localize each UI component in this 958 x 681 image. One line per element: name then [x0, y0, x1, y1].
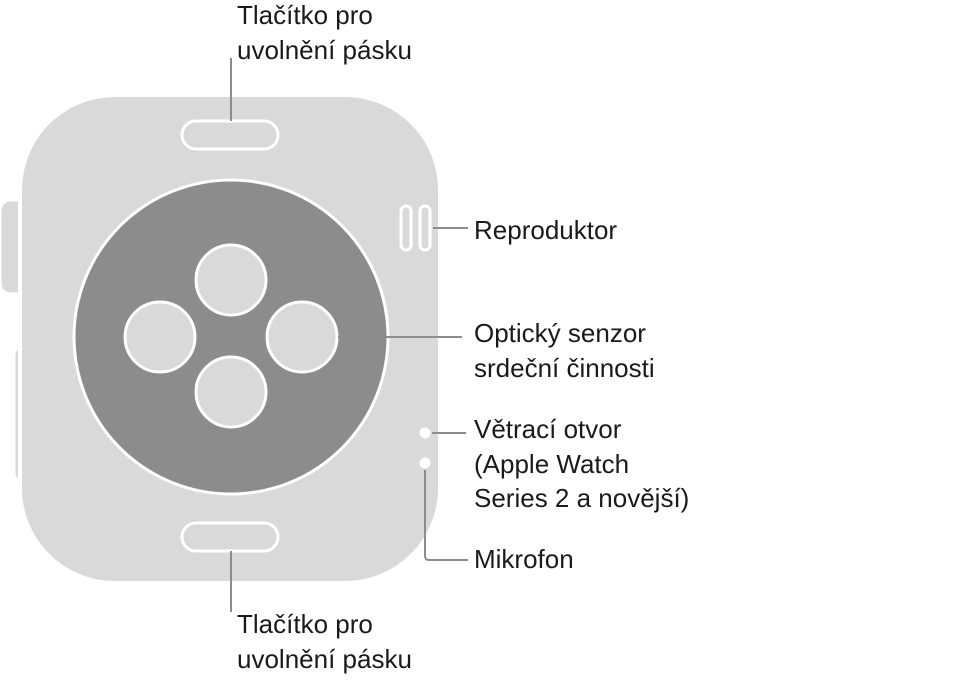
label-band-release-bottom-line1: Tlačítko pro	[237, 609, 373, 639]
label-heart-sensor: Optický senzor srdeční činnosti	[474, 318, 655, 383]
leader-microphone	[424, 470, 468, 561]
label-band-release-bottom-line2: uvolnění pásku	[237, 644, 412, 674]
label-vent-line2: (Apple Watch	[474, 449, 629, 479]
label-band-release-bottom: Tlačítko pro uvolnění pásku	[237, 609, 412, 674]
label-band-release-top: Tlačítko pro uvolnění pásku	[237, 0, 412, 65]
label-heart-sensor-line2: srdeční činnosti	[474, 353, 655, 383]
speaker-slot-left	[399, 204, 413, 252]
band-release-button-top	[180, 119, 280, 151]
label-vent-line3: Series 2 a novější)	[474, 483, 689, 513]
label-band-release-top-line2: uvolnění pásku	[237, 35, 412, 65]
label-speaker-line1: Reproduktor	[474, 215, 617, 245]
sensor-lens-left	[123, 300, 197, 374]
label-vent: Větrací otvor (Apple Watch Series 2 a no…	[474, 414, 689, 513]
sensor-lens-bottom	[194, 355, 268, 429]
microphone-hole	[419, 457, 431, 469]
label-microphone: Mikrofon	[474, 544, 574, 574]
sensor-lens-top	[194, 243, 268, 317]
band-release-button-bottom	[180, 521, 280, 553]
label-band-release-top-line1: Tlačítko pro	[237, 0, 373, 30]
sensor-lens-right	[265, 300, 339, 374]
label-microphone-line1: Mikrofon	[474, 544, 574, 574]
speaker-slot-right	[418, 204, 432, 252]
label-heart-sensor-line1: Optický senzor	[474, 318, 646, 348]
label-vent-line1: Větrací otvor	[474, 414, 622, 444]
label-speaker: Reproduktor	[474, 215, 617, 245]
vent-hole	[419, 427, 431, 439]
